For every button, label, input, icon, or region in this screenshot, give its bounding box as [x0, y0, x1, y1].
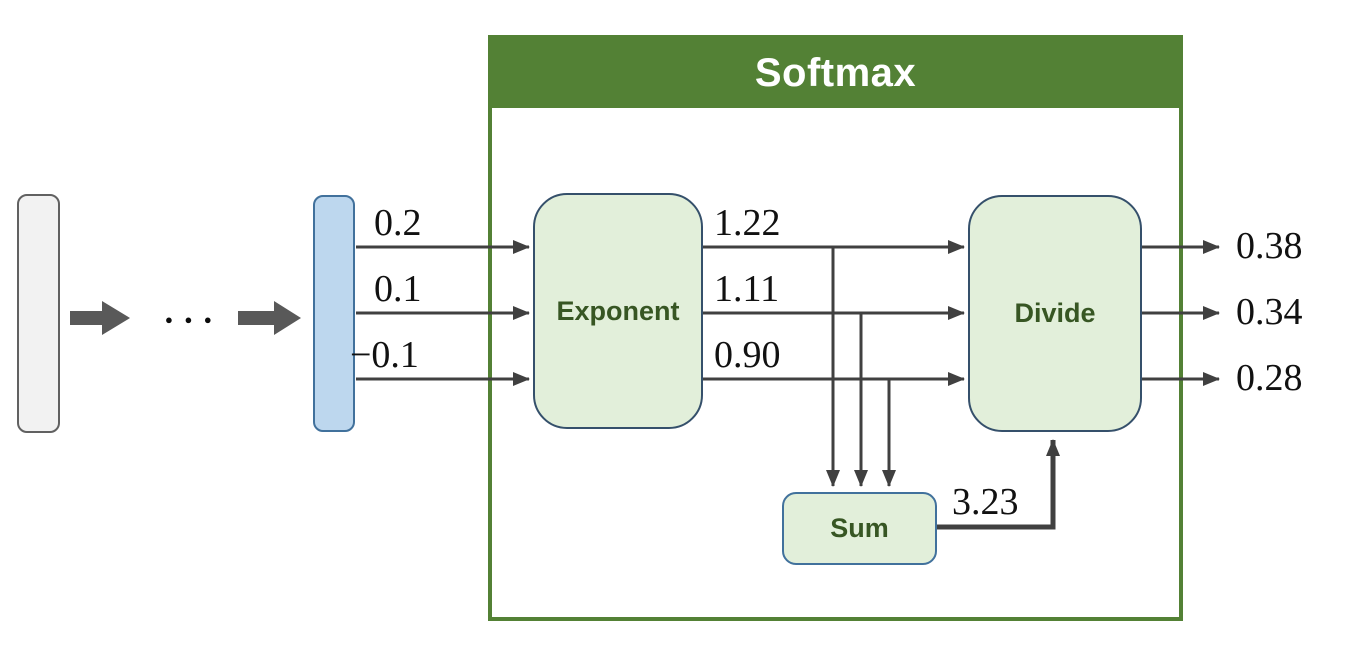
exponent-value-2: 0.90: [714, 334, 781, 376]
sum-value: 3.23: [952, 481, 1019, 523]
softmax-title: Softmax: [754, 51, 917, 95]
input-vector-box: [17, 194, 60, 433]
sum-label: Sum: [830, 513, 889, 543]
block-arrow-left-icon: [70, 301, 130, 335]
logits-vector-box: [313, 195, 355, 432]
divide-label: Divide: [1014, 298, 1096, 328]
exponent-box: Exponent: [533, 193, 703, 429]
input-value-1: 0.1: [374, 268, 422, 310]
input-value-2: −0.1: [350, 334, 419, 376]
softmax-header: Softmax: [492, 39, 1179, 108]
output-value-0: 0.38: [1236, 225, 1303, 267]
output-value-1: 0.34: [1236, 291, 1303, 333]
exponent-label: Exponent: [556, 295, 680, 326]
divide-box: Divide: [968, 195, 1142, 432]
output-value-2: 0.28: [1236, 357, 1303, 399]
exponent-value-0: 1.22: [714, 202, 781, 244]
input-value-0: 0.2: [374, 202, 422, 244]
sum-box: Sum: [782, 492, 937, 565]
exponent-value-1: 1.11: [714, 268, 780, 310]
block-arrow-right-icon: [238, 301, 301, 335]
ellipsis-dots: ● ● ●: [165, 312, 216, 327]
